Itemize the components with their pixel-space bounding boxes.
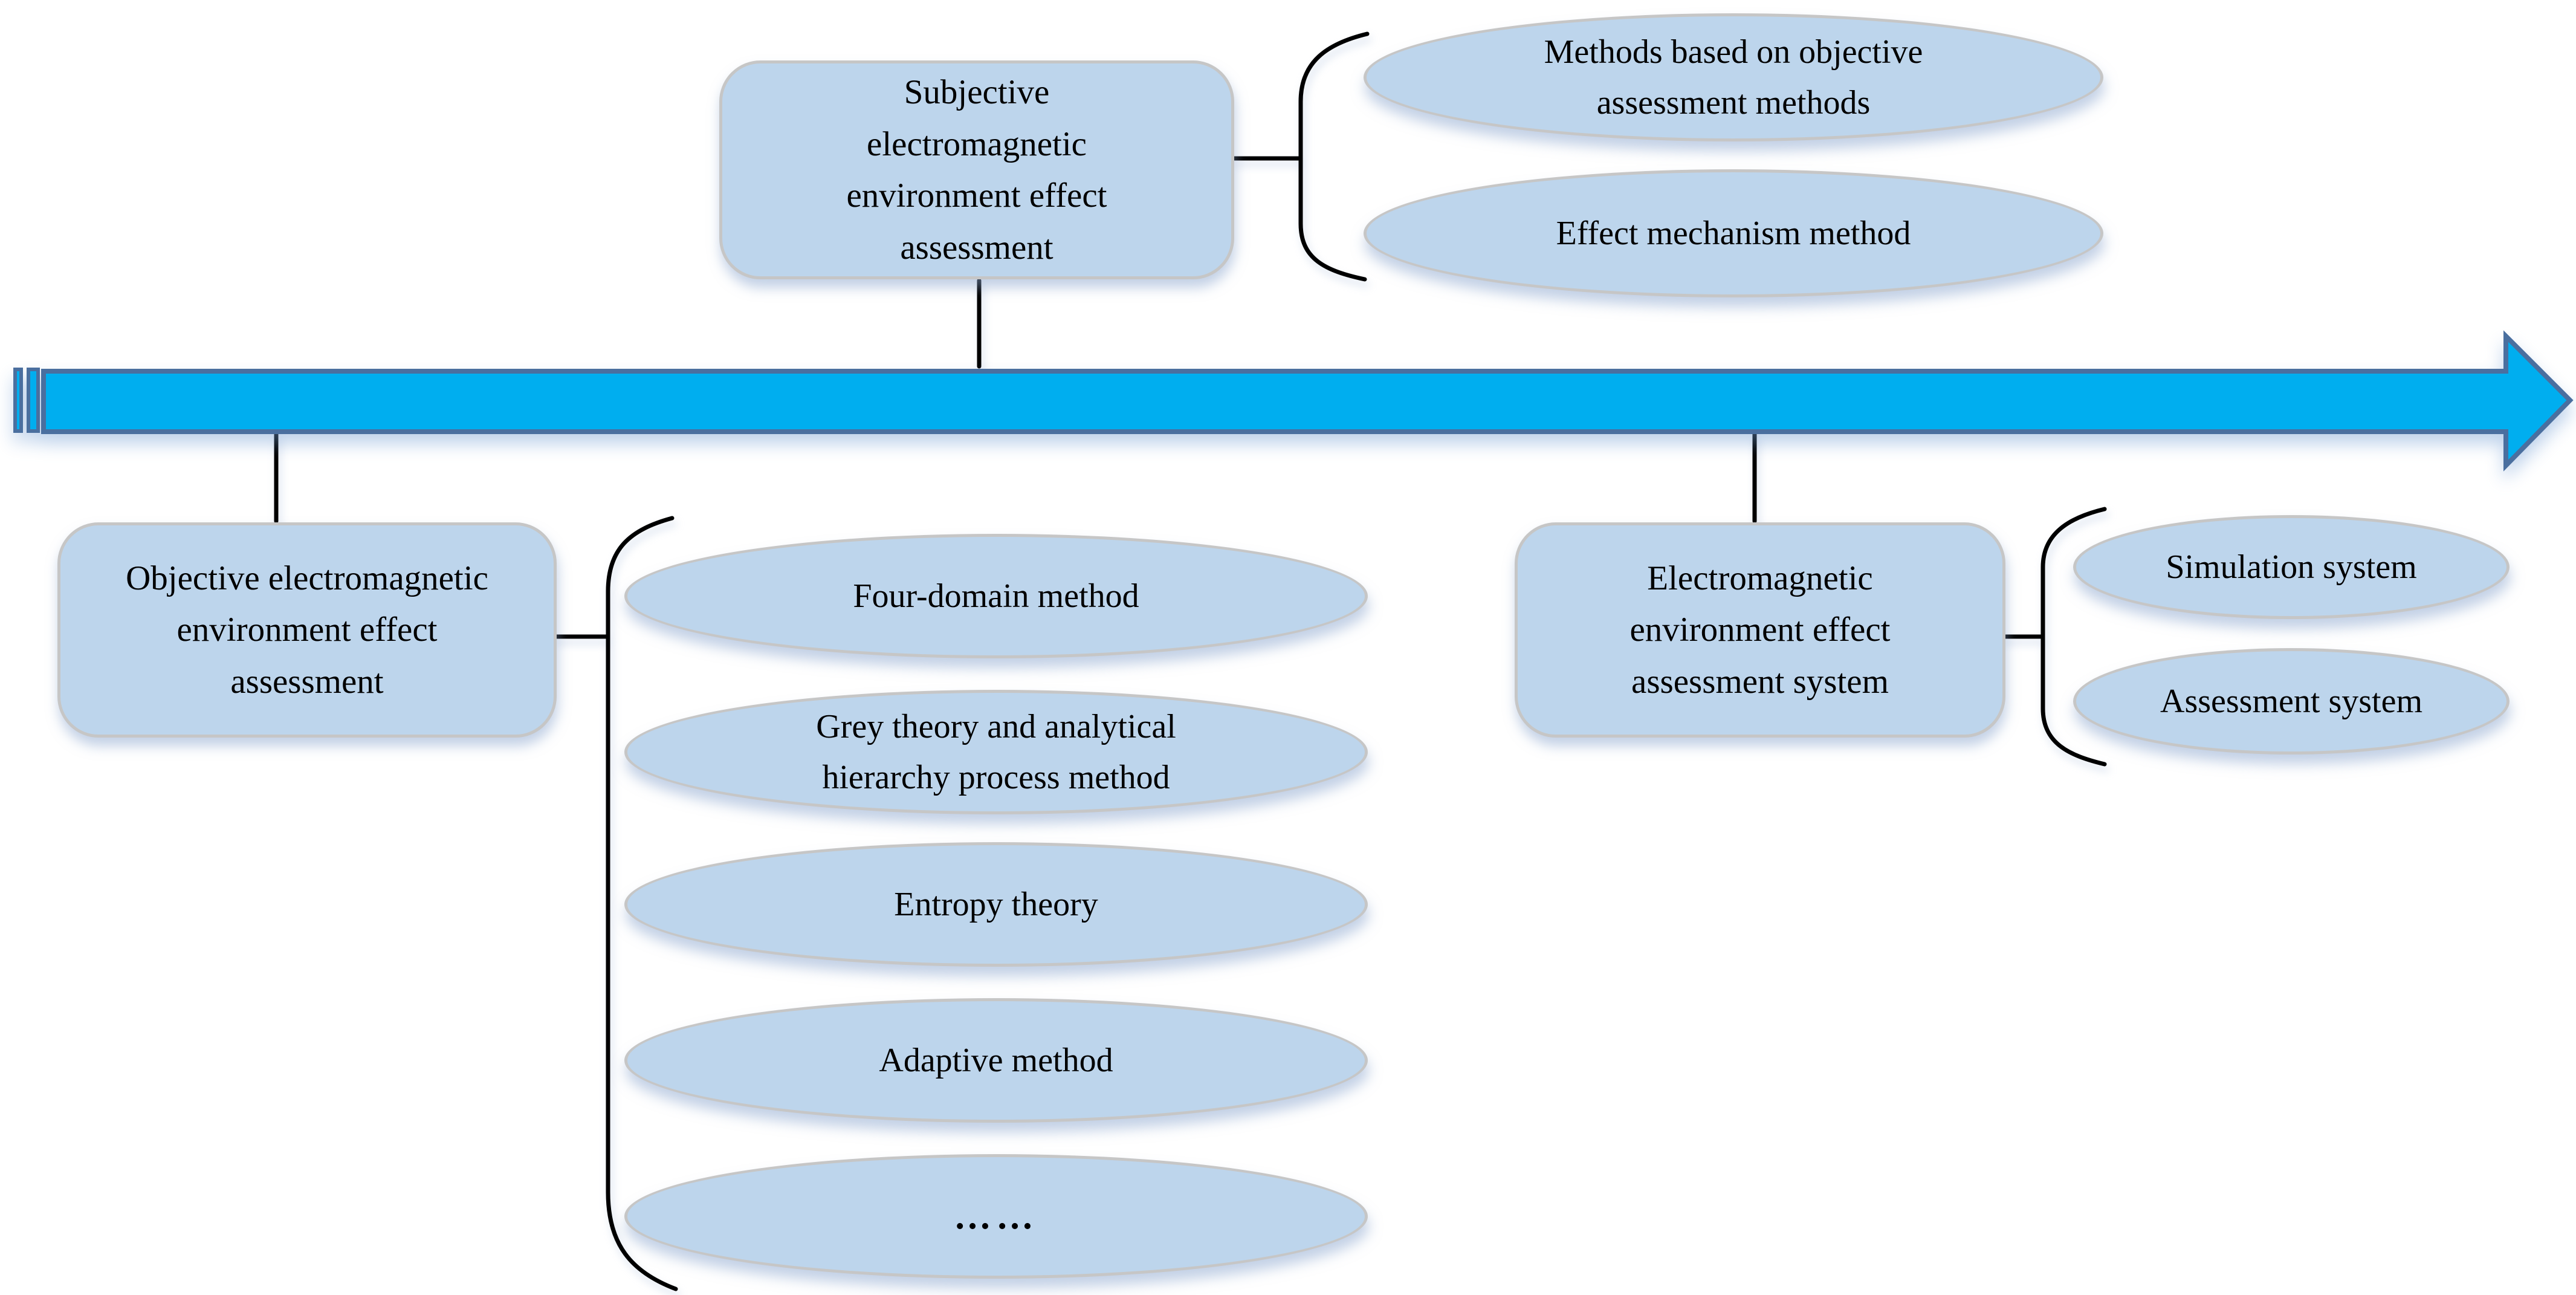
ellipse-assessment-system: Assessment system xyxy=(2073,648,2510,755)
bracket-system-items xyxy=(2040,507,2107,767)
node-label-line: assessment xyxy=(230,662,384,701)
node-label-line: Subjective xyxy=(904,73,1050,111)
node-label-line: assessment system xyxy=(1631,662,1889,701)
node-label-line: environment effect xyxy=(176,611,438,649)
ellipse-label-line: assessment methods xyxy=(1596,84,1871,122)
timeline-arrow xyxy=(13,330,2574,472)
ellipse-label-line: Methods based on objective xyxy=(1544,33,1923,71)
node-label-line: electromagnetic xyxy=(867,125,1087,163)
node-label-line: environment effect xyxy=(1629,611,1891,649)
ellipse-simulation-system: Simulation system xyxy=(2073,515,2510,619)
node-label-line: Electromagnetic xyxy=(1647,559,1873,597)
timeline-arrow-tail-stripe-2 xyxy=(27,368,40,433)
ellipse-adaptive-method: Adaptive method xyxy=(624,998,1368,1123)
ellipse-label-line: Simulation system xyxy=(2166,548,2417,586)
ellipse-grey-theory-ahp-method: Grey theory and analytical hierarchy pro… xyxy=(624,690,1368,814)
timeline-arrow-body xyxy=(41,330,2574,472)
ellipse-label-line: Adaptive method xyxy=(879,1042,1113,1079)
ellipsis-label: …… xyxy=(954,1195,1038,1237)
connector-lines-group xyxy=(274,31,2107,1291)
ellipse-effect-mechanism-method: Effect mechanism method xyxy=(1364,169,2103,297)
ellipse-label-line: Assessment system xyxy=(2160,683,2422,720)
ellipse-entropy-theory: Entropy theory xyxy=(624,842,1368,967)
ellipse-label-line: Entropy theory xyxy=(894,886,1098,923)
bracket-subjective-items xyxy=(1298,31,1370,282)
ellipse-four-domain-method: Four-domain method xyxy=(624,534,1368,658)
node-subjective-assessment: Subjective electromagnetic environment e… xyxy=(719,60,1234,279)
node-label-line: environment effect xyxy=(846,177,1107,215)
bracket-objective-items xyxy=(606,516,678,1291)
ellipse-methods-based-on-objective: Methods based on objective assessment me… xyxy=(1364,13,2103,141)
ellipse-label-line: hierarchy process method xyxy=(822,759,1170,796)
node-objective-assessment: Objective electromagnetic environment ef… xyxy=(57,522,557,738)
ellipse-label-line: Grey theory and analytical xyxy=(816,708,1176,745)
ellipse-more-methods: …… xyxy=(624,1154,1368,1279)
ellipse-label-line: Four-domain method xyxy=(853,577,1139,615)
node-assessment-system: Electromagnetic environment effect asses… xyxy=(1515,522,2005,738)
timeline-arrow-tail-stripe-1 xyxy=(13,368,23,433)
ellipse-label-line: Effect mechanism method xyxy=(1556,215,1911,252)
node-label-line: Objective electromagnetic xyxy=(126,559,488,597)
node-label-line: assessment xyxy=(900,228,1053,267)
